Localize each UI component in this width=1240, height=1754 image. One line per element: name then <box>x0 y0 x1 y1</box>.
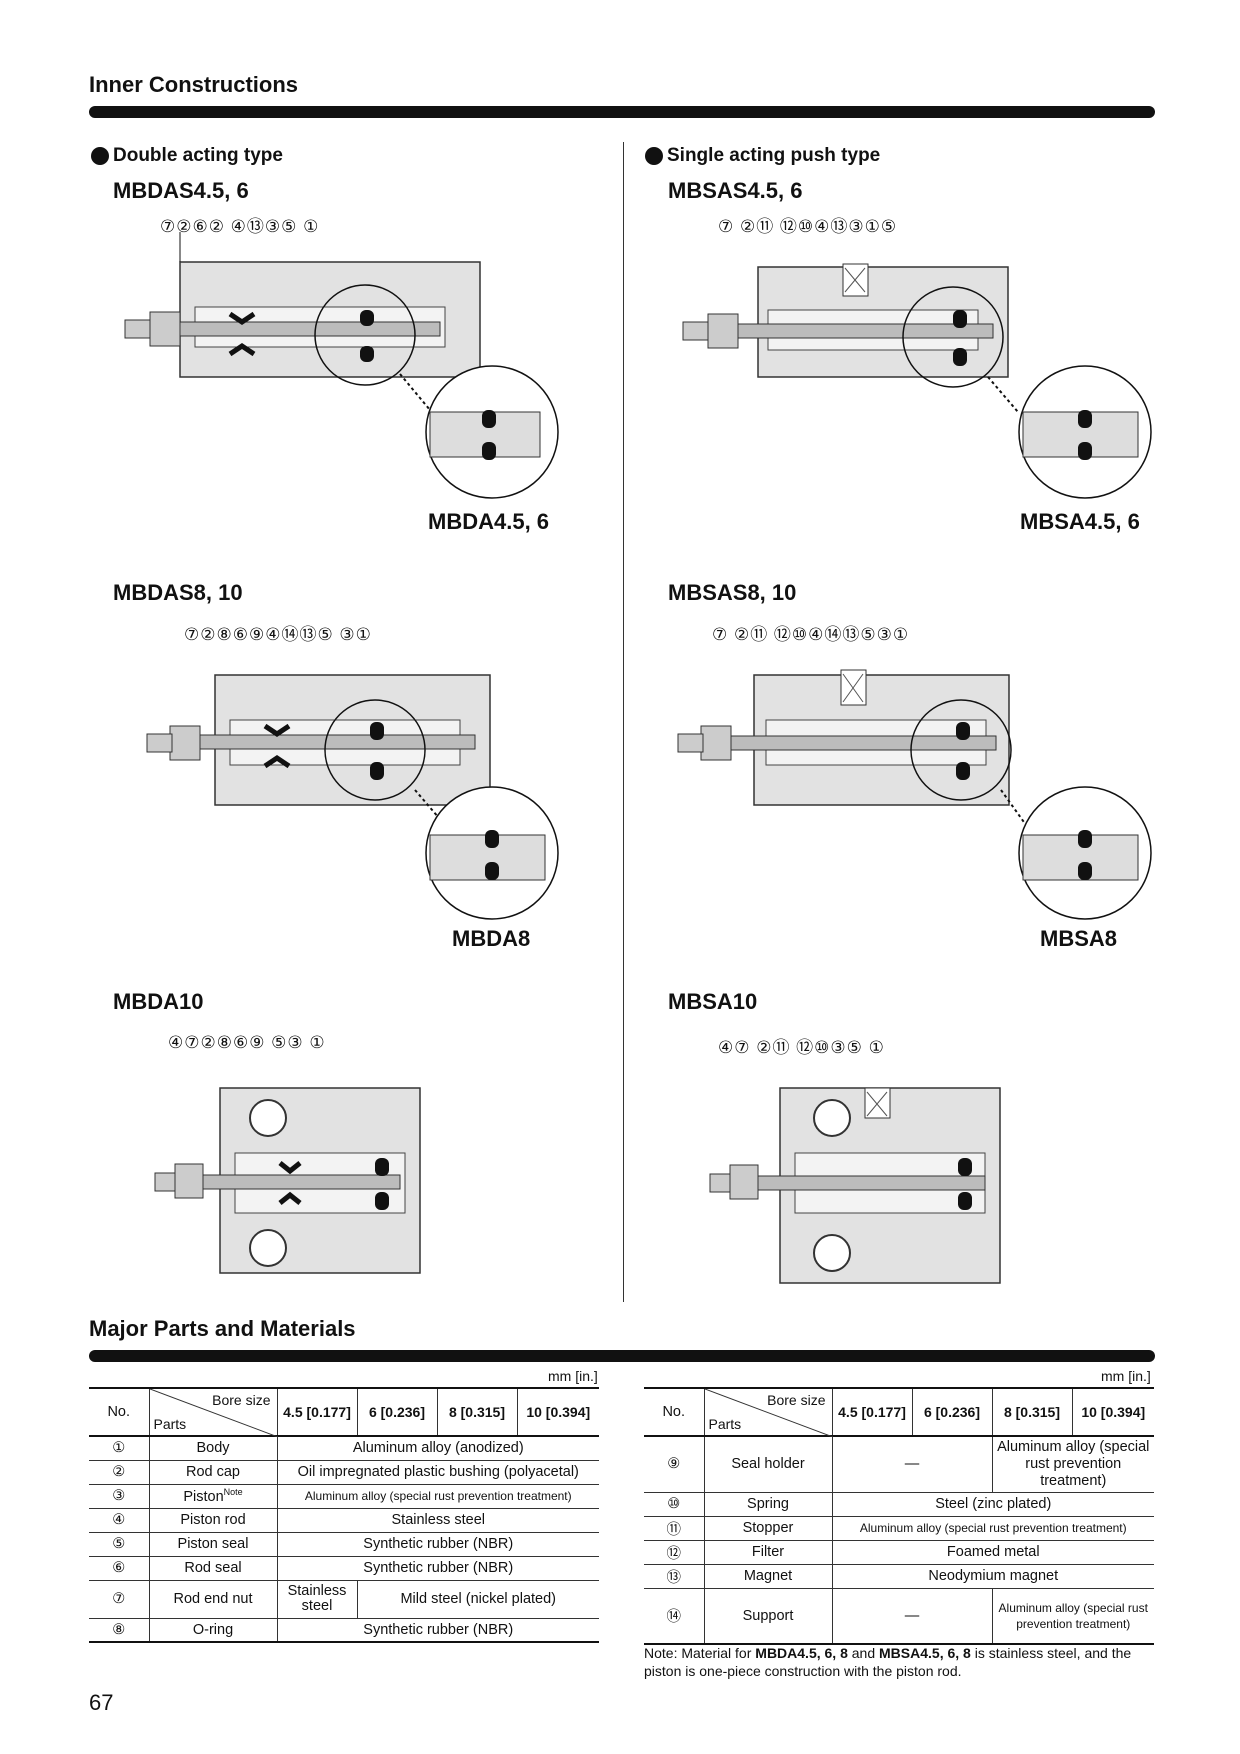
col-no: No. <box>644 1387 704 1437</box>
parts-title: Major Parts and Materials <box>89 1316 356 1341</box>
col-size: 8 [0.315] <box>436 1387 517 1437</box>
model-label: MBSAS8, 10 <box>668 580 797 605</box>
model-label: MBSAS4.5, 6 <box>668 178 803 203</box>
part-callouts: ④⑦②⑧⑥⑨ ⑤③ ① <box>168 1033 326 1052</box>
col-size: 4.5 [0.177] <box>276 1387 357 1437</box>
unit-label: mm [in.] <box>1101 1368 1151 1384</box>
cylinder-diagram-mbsas8 <box>677 669 1152 920</box>
detail-model-label: MBDA8 <box>452 926 531 951</box>
col-no: No. <box>89 1387 149 1437</box>
diagonal-line <box>704 1389 833 1437</box>
part-callouts: ④⑦ ②⑪ ⑫⑩③⑤ ① <box>718 1038 885 1057</box>
cylinder-diagram-mbdas8 <box>146 674 559 920</box>
column-divider <box>623 142 624 1302</box>
detail-model-label: MBSA8 <box>1040 926 1118 951</box>
model-label: MBDAS8, 10 <box>113 580 243 605</box>
detail-model-label: MBSA4.5, 6 <box>1020 509 1140 534</box>
cylinder-diagram-mbdas45 <box>124 232 559 499</box>
part-callouts: ⑦②⑥② ④⑬③⑤ ① <box>160 217 320 236</box>
cylinder-diagram-mbda10 <box>154 1087 421 1274</box>
col-size: 10 [0.394] <box>516 1387 599 1437</box>
col-size: 6 [0.236] <box>356 1387 437 1437</box>
unit-label: mm [in.] <box>548 1368 598 1384</box>
col-size: 8 [0.315] <box>991 1387 1072 1437</box>
col-size: 10 [0.394] <box>1071 1387 1154 1437</box>
parts-table-right: No. Bore size Parts 4.5 [0.177] 6 [0.236… <box>644 1387 1154 1645</box>
cylinder-diagram-mbsas45 <box>682 263 1152 499</box>
double-acting-heading: Double acting type <box>91 145 283 167</box>
parts-title-rule <box>89 1350 1155 1362</box>
col-size: 6 [0.236] <box>911 1387 992 1437</box>
col-bore-parts: Bore size Parts <box>703 1387 833 1437</box>
single-acting-heading: Single acting push type <box>645 145 880 167</box>
cylinder-diagram-mbsa10 <box>709 1087 1001 1284</box>
bullet-icon <box>91 147 109 165</box>
title-rule <box>89 106 1155 118</box>
detail-model-label: MBDA4.5, 6 <box>428 509 550 534</box>
col-bore-parts: Bore size Parts <box>148 1387 278 1437</box>
part-callouts: ⑦②⑧⑥⑨④⑭⑬⑤ ③① <box>184 625 372 644</box>
model-label: MBDA10 <box>113 989 204 1014</box>
diagonal-line <box>149 1389 278 1437</box>
part-callouts: ⑦ ②⑪ ⑫⑩④⑭⑬⑤③① <box>712 625 910 644</box>
bullet-icon <box>645 147 663 165</box>
page-title: Inner Constructions <box>89 72 299 97</box>
page-number: 67 <box>89 1690 114 1715</box>
part-callouts: ⑦ ②⑪ ⑫⑩④⑬③①⑤ <box>718 217 898 236</box>
model-label: MBDAS4.5, 6 <box>113 178 249 203</box>
col-size: 4.5 [0.177] <box>831 1387 912 1437</box>
parts-table-left: No. Bore size Parts 4.5 [0.177] 6 [0.236… <box>89 1387 599 1643</box>
table-note: Note: Material for MBDA4.5, 6, 8 and MBS… <box>644 1645 1132 1679</box>
model-label: MBSA10 <box>668 989 758 1014</box>
